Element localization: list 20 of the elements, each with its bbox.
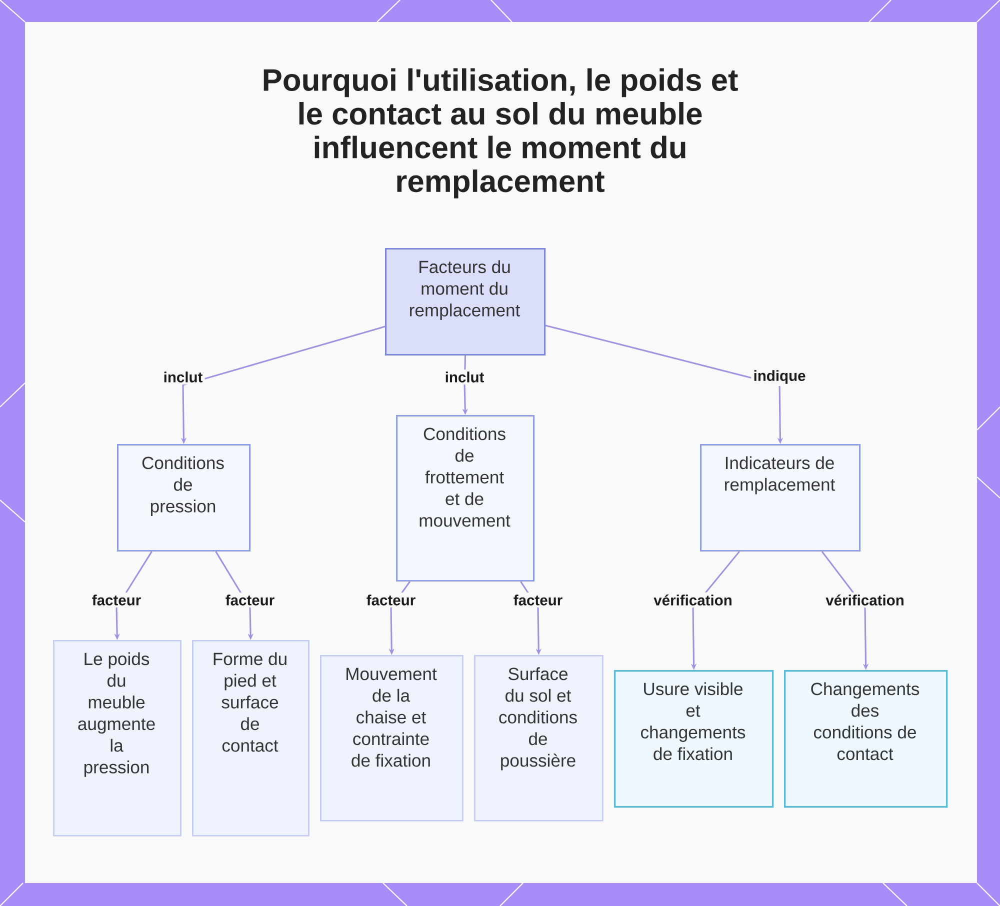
edge-label: indique <box>751 368 808 386</box>
category-box: Conditions de frottement et de mouvement <box>396 415 535 582</box>
edge-label: facteur <box>364 592 418 608</box>
header-box: Facteurs du moment du remplacement <box>385 248 546 356</box>
edge-label: facteur <box>90 592 144 608</box>
factor-box: Le poids du meuble augmente la pression <box>53 640 182 836</box>
edge-label: inclut <box>442 369 486 385</box>
category-box: Conditions de pression <box>117 444 251 552</box>
indicator-box: Usure visible et changements de fixation <box>614 670 774 808</box>
category-box: Indicateurs de remplacement <box>700 444 861 552</box>
edge-label: vérification <box>824 592 906 608</box>
factor-box: Surface du sol et conditions de poussière <box>474 655 604 822</box>
factor-box: Forme du pied et surface de contact <box>192 640 310 836</box>
edge-label: facteur <box>511 592 565 608</box>
factor-box: Mouvement de la chaise et contrainte de fixation <box>320 655 464 822</box>
edge-label: vérification <box>652 592 734 608</box>
title: Pourquoi l'utilisation, le poids et le contact au sol du meuble influencent le moment du remplacement <box>264 68 738 198</box>
indicator-box: Changements des conditions de contact <box>784 670 948 808</box>
edge-label: facteur <box>223 592 277 608</box>
edge-label: inclut <box>161 369 205 385</box>
